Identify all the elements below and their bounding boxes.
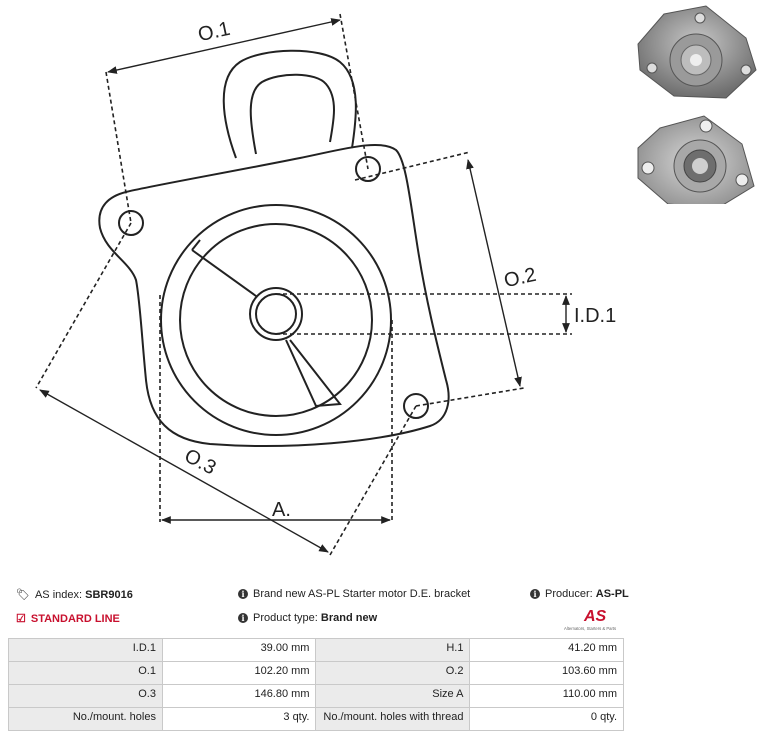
spec-value: 102.20 mm [161, 661, 317, 685]
spec-label: O.1 [8, 661, 163, 685]
label-id1: I.D.1 [574, 305, 616, 327]
spec-value: 103.60 mm [469, 661, 624, 685]
checkbox-icon: ☑ [16, 613, 26, 625]
info-icon: i [530, 589, 540, 599]
tag-icon: 🏷︎ [16, 589, 30, 601]
spec-value: 146.80 mm [161, 684, 317, 708]
spec-label: I.D.1 [8, 638, 163, 662]
label-o3: O.3 [181, 445, 220, 480]
info-icon: i [238, 589, 248, 599]
table-row: O.3 146.80 mm Size A 110.00 mm [8, 684, 624, 708]
dim-o1 [107, 18, 341, 74]
inner-ring [179, 223, 373, 417]
outer-ring [160, 204, 392, 436]
spec-label: O.2 [315, 661, 471, 685]
producer-label: Producer: [545, 588, 593, 600]
product-photo-front [637, 5, 757, 99]
mount-hole-1 [118, 210, 144, 236]
spec-label: No./mount. holes [8, 707, 163, 731]
specs-table: I.D.1 39.00 mm H.1 41.20 mm O.1 102.20 m… [8, 638, 624, 731]
spec-value: 0 qty. [469, 707, 624, 731]
label-o2: O.2 [502, 264, 538, 292]
center-bore-outer [249, 287, 303, 341]
label-a: A. [272, 499, 291, 521]
producer-row: i Producer: AS-PL [530, 588, 629, 600]
bracket-outline [98, 143, 450, 447]
table-row: I.D.1 39.00 mm H.1 41.20 mm [8, 638, 624, 662]
standard-line-row: ☑ STANDARD LINE [16, 612, 120, 626]
spec-value: 110.00 mm [469, 684, 624, 708]
table-row: No./mount. holes 3 qty. No./mount. holes… [8, 707, 624, 731]
bracket-loop [222, 49, 357, 159]
info-icon: i [238, 613, 248, 623]
spec-value: 3 qty. [161, 707, 317, 731]
svg-text:AS: AS [583, 608, 607, 625]
spec-value: 41.20 mm [469, 638, 624, 662]
product-photo-rear [637, 115, 755, 204]
product-type-label: Product type: [253, 612, 318, 624]
mount-hole-3 [403, 393, 429, 419]
spec-value: 39.00 mm [161, 638, 317, 662]
description-row: i Brand new AS-PL Starter motor D.E. bra… [238, 588, 470, 600]
product-type-value: Brand new [320, 612, 378, 624]
as-index-label: AS index: [34, 588, 83, 601]
technical-drawing: O.1 O.2 O.3 A. I.D.1 [35, 13, 616, 556]
as-index-row: 🏷︎ AS index: SBR9016 [16, 588, 133, 602]
dim-o3 [39, 389, 329, 553]
description-text: Brand new AS-PL Starter motor D.E. brack… [253, 588, 471, 600]
spec-label: Size A [315, 684, 471, 708]
center-bore-inner [255, 293, 297, 335]
table-row: O.1 102.20 mm O.2 103.60 mm [8, 661, 624, 685]
label-o1: O.1 [196, 18, 232, 46]
spec-label: No./mount. holes with thread [315, 707, 471, 731]
window-cut [191, 249, 342, 408]
as-index-value: SBR9016 [85, 588, 133, 601]
as-pl-logo: AS Alternators, Starters & Parts [564, 608, 616, 631]
product-type-row: i Product type: Brand new [238, 612, 377, 624]
dim-o2 [466, 159, 522, 387]
svg-text:Alternators, Starters & Parts: Alternators, Starters & Parts [564, 626, 616, 631]
standard-line-label: STANDARD LINE [30, 612, 120, 625]
spec-label: O.3 [8, 684, 163, 708]
bracket-loop-inner [249, 73, 335, 155]
producer-value: AS-PL [595, 588, 629, 600]
spec-label: H.1 [315, 638, 471, 662]
mount-hole-2 [355, 156, 381, 182]
